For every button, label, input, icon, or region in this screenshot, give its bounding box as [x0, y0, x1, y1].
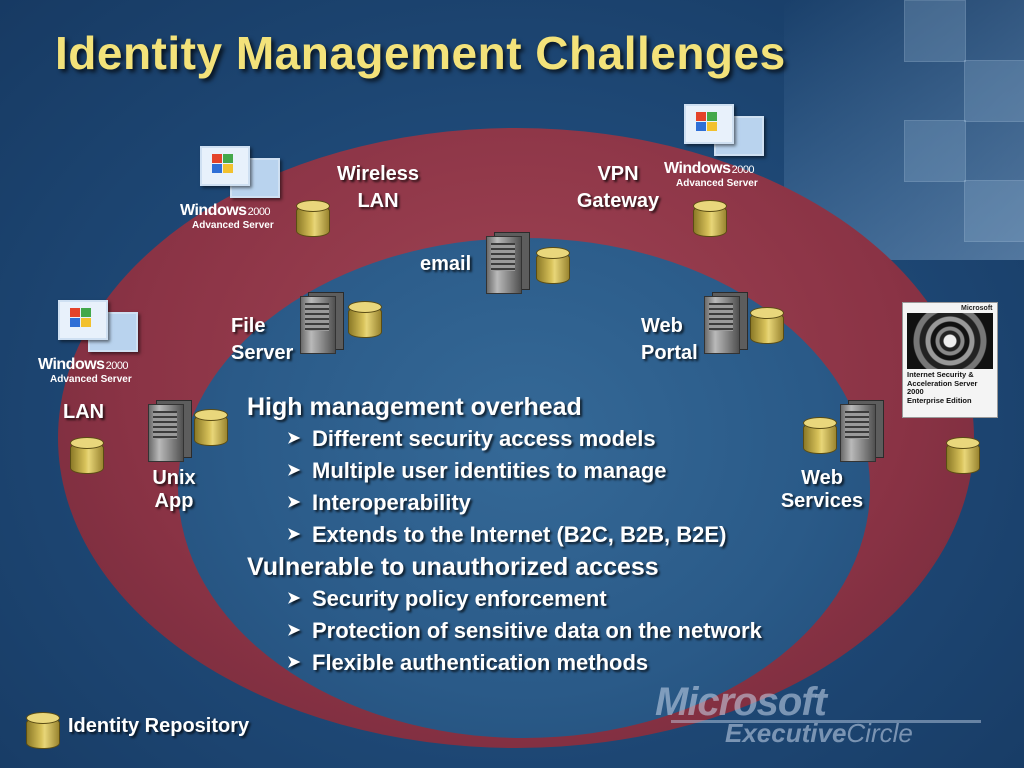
- arrow-bullet-icon: ➤: [287, 430, 301, 447]
- node-label-lan: LAN: [63, 401, 105, 423]
- node-label-web-portal: Web Portal: [641, 315, 698, 364]
- windows-2000-server-icon: Windows2000 Advanced Server: [662, 100, 774, 200]
- server-icon: [486, 236, 522, 294]
- identity-repository-icon: [536, 247, 570, 284]
- node-label-wireless-lan: Wireless LAN: [336, 163, 420, 212]
- bullet-item: ➤Extends to the Internet (B2C, B2B, B2E): [247, 519, 762, 551]
- microsoft-executive-circle-logo: Microsoft ExecutiveCircle: [655, 680, 985, 750]
- windows-edition: Advanced Server: [192, 220, 274, 231]
- monitor-icon: [200, 146, 250, 186]
- bullet-content: High management overhead ➤Different secu…: [247, 391, 762, 679]
- tunnel-graphic: [907, 313, 993, 369]
- node-label-email: email: [420, 253, 472, 275]
- server-icon: [300, 296, 336, 354]
- windows-flag-icon: [696, 112, 718, 132]
- decorative-tile: [964, 180, 1024, 242]
- server-icon: [840, 404, 876, 462]
- windows-2000-server-icon: Windows2000 Advanced Server: [178, 142, 290, 242]
- windows-flag-icon: [212, 154, 234, 174]
- brand-executive-circle: ExecutiveCircle: [725, 718, 913, 748]
- decorative-tile: [904, 120, 966, 182]
- slide-title: Identity Management Challenges: [55, 27, 786, 79]
- windows-2000-server-icon: Windows2000 Advanced Server: [36, 296, 148, 396]
- bullet-item: ➤Interoperability: [247, 487, 762, 519]
- windows-edition: Advanced Server: [50, 374, 132, 385]
- identity-repository-icon: [693, 200, 727, 237]
- brand-microsoft: Microsoft: [655, 680, 827, 724]
- isa-product-text: Internet Security & Acceleration Server …: [907, 370, 978, 405]
- bullet-item: ➤Different security access models: [247, 423, 762, 455]
- identity-repository-icon: [803, 417, 837, 454]
- arrow-bullet-icon: ➤: [287, 494, 301, 511]
- identity-repository-icon: [348, 301, 382, 338]
- bullet-item: ➤Flexible authentication methods: [247, 647, 762, 679]
- arrow-bullet-icon: ➤: [287, 590, 301, 607]
- arrow-bullet-icon: ➤: [287, 526, 301, 543]
- bullet-item: ➤Protection of sensitive data on the net…: [247, 615, 762, 647]
- arrow-bullet-icon: ➤: [287, 622, 301, 639]
- monitor-icon: [684, 104, 734, 144]
- identity-repository-icon: [946, 437, 980, 474]
- node-label-web-services: Web Services: [780, 467, 864, 512]
- arrow-bullet-icon: ➤: [287, 654, 301, 671]
- windows-brand: Windows2000: [180, 202, 271, 219]
- section-heading: Vulnerable to unauthorized access: [247, 553, 659, 581]
- isa-vendor: Microsoft: [961, 305, 993, 312]
- brand-divider: [671, 720, 981, 723]
- identity-repository-icon: [194, 409, 228, 446]
- node-label-file-server: File Server: [231, 315, 294, 364]
- windows-brand: Windows2000: [664, 160, 755, 177]
- decorative-tile: [964, 60, 1024, 122]
- windows-brand: Windows2000: [38, 356, 129, 373]
- legend-label: Identity Repository: [68, 715, 250, 737]
- identity-repository-icon: [750, 307, 784, 344]
- identity-repository-icon: [26, 712, 60, 749]
- identity-repository-icon: [296, 200, 330, 237]
- server-icon: [704, 296, 740, 354]
- section-heading: High management overhead: [247, 393, 582, 421]
- monitor-icon: [58, 300, 108, 340]
- isa-server-product-box: Microsoft Internet Security & Accelerati…: [902, 302, 998, 418]
- identity-repository-icon: [70, 437, 104, 474]
- windows-edition: Advanced Server: [676, 178, 758, 189]
- node-label-vpn-gateway: VPN Gateway: [576, 163, 660, 212]
- decorative-tile: [904, 0, 966, 62]
- server-icon: [148, 404, 184, 462]
- arrow-bullet-icon: ➤: [287, 462, 301, 479]
- windows-flag-icon: [70, 308, 92, 328]
- bullet-item: ➤Multiple user identities to manage: [247, 455, 762, 487]
- bullet-item: ➤Security policy enforcement: [247, 583, 762, 615]
- node-label-unix-app: Unix App: [152, 467, 196, 512]
